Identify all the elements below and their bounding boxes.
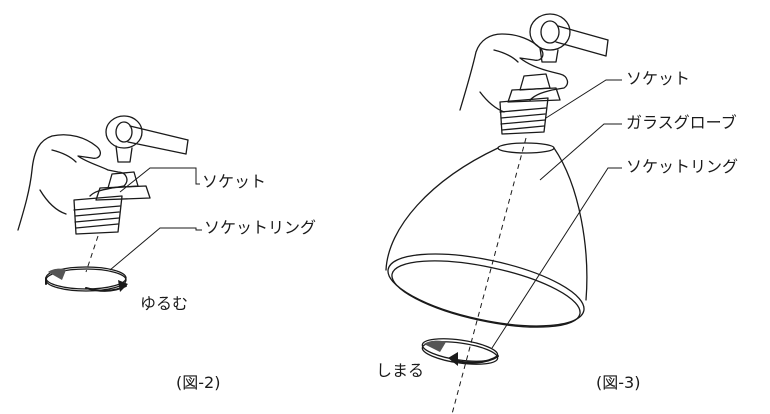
fig3-socket-leader: [545, 79, 622, 119]
fig3-arm-illustration: [529, 13, 609, 63]
fig2-arrow: [85, 280, 128, 292]
fig2-socket: [73, 171, 151, 235]
fig3-caption: (図-3): [596, 373, 641, 392]
fig2-axis-line: [85, 235, 99, 273]
fig3-socket-ring: [421, 338, 499, 365]
fig2-arm-illustration: [105, 115, 189, 163]
fig2-caption: (図-2): [176, 373, 221, 392]
fig3-globe-label: ガラスグローブ: [626, 113, 737, 132]
fig2-hand: [17, 134, 128, 231]
fig3-globe-leader: [539, 123, 622, 181]
fig3-ring-leader: [491, 167, 622, 349]
fig3-glass-globe: [385, 142, 588, 328]
fig2-ring-leader: [109, 227, 202, 271]
fig2-action-label: ゆるむ: [140, 294, 189, 313]
fig3-hand: [459, 33, 569, 113]
fig3-socket-ring-label: ソケットリング: [626, 157, 739, 176]
fig2-socket-ring-label: ソケットリング: [204, 218, 317, 237]
fig3-socket: [499, 73, 561, 135]
fig2-socket-leader: [119, 167, 200, 193]
fig3-axis-line: [451, 137, 527, 414]
fig3-socket-label: ソケット: [626, 69, 691, 88]
fig3-action-label: しまる: [376, 361, 425, 380]
fig3-arrow: [448, 352, 499, 366]
fig2-socket-label: ソケット: [202, 172, 267, 191]
